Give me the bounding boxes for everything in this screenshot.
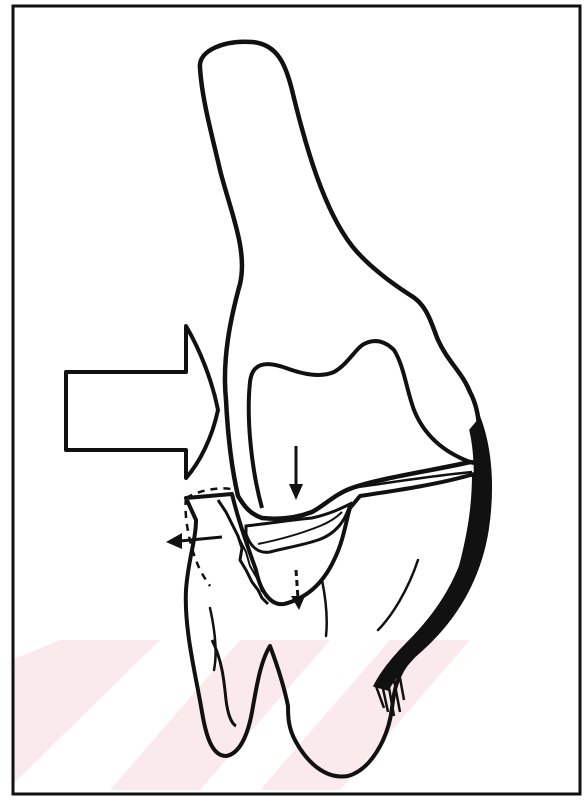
depressed-fragment bbox=[246, 504, 350, 552]
depression-arrow bbox=[291, 570, 305, 610]
compression-arrow bbox=[289, 446, 303, 500]
femur bbox=[200, 42, 479, 519]
force-arrow bbox=[66, 326, 218, 478]
